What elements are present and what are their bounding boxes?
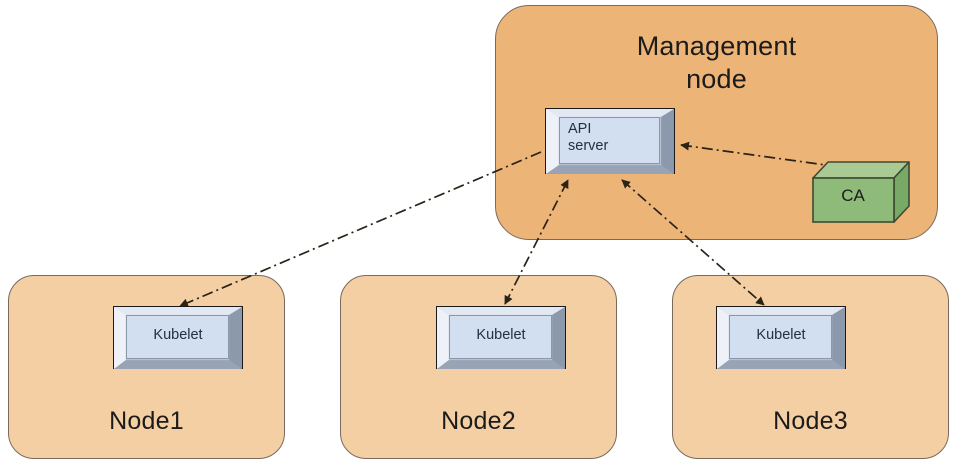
api-server-label-line2: server [568, 138, 609, 154]
worker-node-label-2: Node2 [441, 407, 516, 435]
kubelet-label-2: Kubelet [476, 327, 526, 343]
kubelet-label-3: Kubelet [756, 327, 806, 343]
kubelet-bevel-1 [114, 307, 242, 370]
kubelet-face-2 [449, 315, 552, 359]
worker-node-label-3: Node3 [773, 407, 848, 435]
ca-box-front [812, 177, 895, 223]
kubelet-box-2: Kubelet [436, 306, 566, 370]
management-node-label-line1: Management [636, 31, 797, 61]
kubelet-label-1: Kubelet [153, 327, 203, 343]
worker-node-container-2: Node2 [340, 275, 617, 459]
ca-box-top [812, 161, 910, 179]
kubelet-box-1: Kubelet [113, 306, 243, 370]
kubelet-bevel-2 [437, 307, 565, 370]
connector-api-to-kubelet3 [621, 179, 765, 306]
kubelet-face-3 [729, 315, 832, 359]
kubelet-box-3: Kubelet [716, 306, 846, 370]
api-server-bevel [546, 109, 674, 174]
kubelet-bevel-3 [717, 307, 845, 370]
management-node-label-line2: node [686, 64, 747, 94]
connector-kubelet2-to-api [504, 179, 569, 305]
connector-api-to-kubelet1 [179, 151, 542, 307]
worker-node-label-1: Node1 [109, 407, 184, 435]
ca-box [812, 161, 910, 223]
api-server-face [559, 117, 660, 164]
api-server-label-line1: API [568, 121, 592, 137]
kubelet-face-1 [126, 315, 229, 359]
